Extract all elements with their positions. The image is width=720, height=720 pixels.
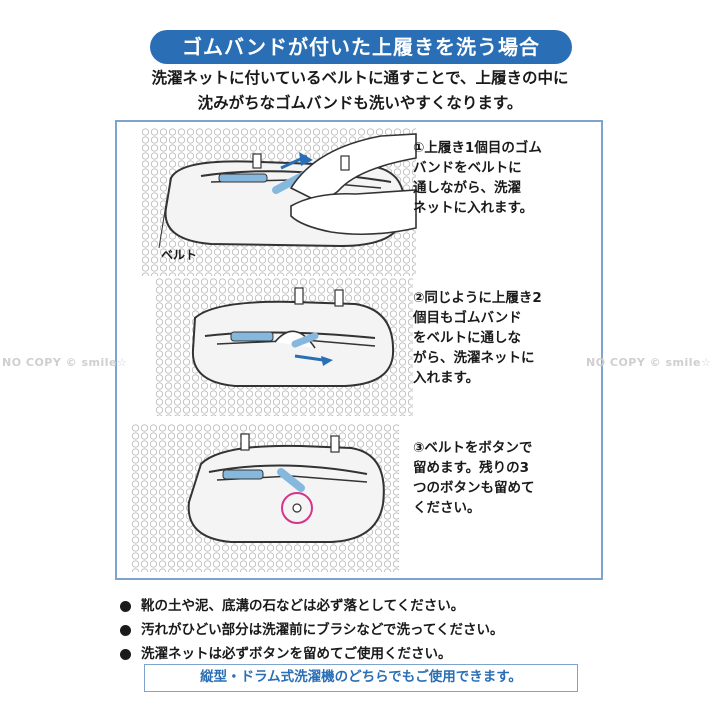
step-2-line-1: ②同じように上履き2 [413,290,542,306]
step-1-line-1: ①上履き1個目のゴム [413,140,542,156]
belt-label: ベルト [161,248,198,262]
step-1-line-3: 通しながら、洗濯 [413,180,521,196]
step-3-line-2: 留めます。残りの3 [413,460,530,476]
step-3-line-3: つのボタンも留めて [413,480,535,496]
step-2-illustration [155,278,415,418]
intro-line-1: 洗濯ネットに付いているベルトに通すことで、上履きの中に [151,69,569,87]
bullet-icon [120,624,131,636]
note-item: 洗濯ネットは必ずボタンを留めてご使用ください。 [120,642,620,666]
step-2-line-5: 入れます。 [413,370,480,386]
step-1-text: ①上履き1個目のゴム バンドをベルトに 通しながら、洗濯 ネットに入れます。 [413,138,583,218]
note-item: 靴の土や泥、底溝の石などは必ず落としてください。 [120,594,620,618]
step-3-line-4: ください。 [413,500,481,516]
step-2-line-4: がら、洗濯ネットに [413,350,535,366]
note-text: 洗濯ネットは必ずボタンを留めてご使用ください。 [141,646,452,662]
step-1-illustration: ベルト [141,128,421,278]
intro-text: 洗濯ネットに付いているベルトに通すことで、上履きの中に 沈みがちなゴムバンドも洗… [100,66,620,116]
intro-line-2: 沈みがちなゴムバンドも洗いやすくなります。 [197,94,523,112]
note-item: 汚れがひどい部分は洗濯前にブラシなどで洗ってください。 [120,618,620,642]
page-title: ゴムバンドが付いた上履きを洗う場合 [150,30,572,64]
step-3-line-1: ③ベルトをボタンで [413,440,533,456]
note-text: 靴の土や泥、底溝の石などは必ず落としてください。 [141,598,465,614]
notes-list: 靴の土や泥、底溝の石などは必ず落としてください。 汚れがひどい部分は洗濯前にブラ… [120,594,620,666]
step-2-text: ②同じように上履き2 個目もゴムバンド をベルトに通しな がら、洗濯ネットに 入… [413,288,583,388]
note-text: 汚れがひどい部分は洗濯前にブラシなどで洗ってください。 [141,622,504,638]
step-3-text: ③ベルトをボタンで 留めます。残りの3 つのボタンも留めて ください。 [413,438,583,518]
footer-note: 縦型・ドラム式洗濯機のどちらでもご使用できます。 [144,664,578,692]
bullet-icon [120,600,131,612]
step-2-line-3: をベルトに通しな [413,330,521,346]
watermark-left: NO COPY © smile☆ [2,356,128,369]
step-1-line-2: バンドをベルトに [413,160,522,176]
bullet-icon [120,648,131,660]
instruction-panel: ベルト [115,120,603,580]
step-1-line-4: ネットに入れます。 [413,200,534,216]
watermark-right: NO COPY © smile☆ [586,356,712,369]
step-2-line-2: 個目もゴムバンド [413,310,522,326]
step-3-illustration [131,424,401,574]
